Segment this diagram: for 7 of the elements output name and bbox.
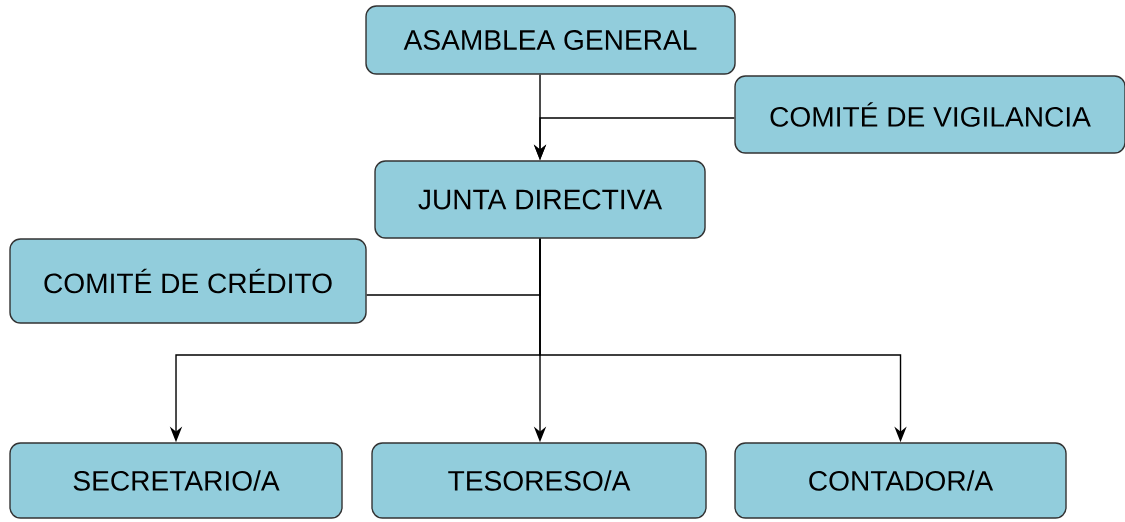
org-box: CONTADOR/A	[734, 442, 1067, 519]
org-box: COMITÉ DE CRÉDITO	[9, 238, 367, 324]
org-box: COMITÉ DE VIGILANCIA	[734, 75, 1125, 154]
org-box: ASAMBLEA GENERAL	[365, 5, 736, 75]
org-box: SECRETARIO/A	[9, 442, 343, 519]
org-box: JUNTA DIRECTIVA	[374, 160, 706, 239]
org-box: TESORESO/A	[371, 442, 707, 519]
